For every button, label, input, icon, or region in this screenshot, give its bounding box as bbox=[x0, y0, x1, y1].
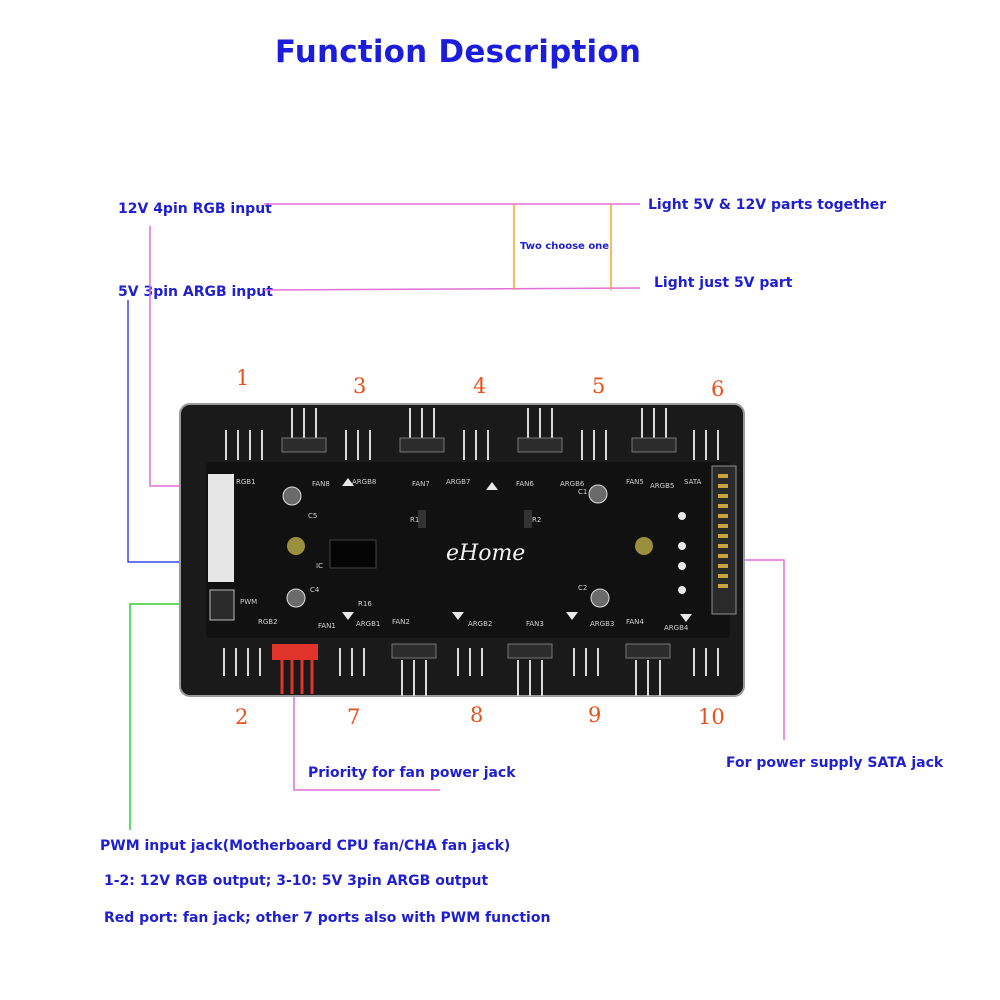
silk-c2: C2 bbox=[578, 584, 587, 592]
label-sata-jack: For power supply SATA jack bbox=[726, 755, 944, 771]
label-5v-argb-input: 5V 3pin ARGB input bbox=[118, 284, 273, 300]
label-light-both: Light 5V & 12V parts together bbox=[648, 197, 887, 213]
silk-fan3: FAN3 bbox=[526, 620, 544, 628]
silk-rgb1: RGB1 bbox=[236, 478, 256, 486]
port-number-7: 7 bbox=[347, 705, 361, 729]
board-body: eHome bbox=[179, 403, 745, 697]
silk-argb7: ARGB7 bbox=[446, 478, 470, 486]
silk-c4: C4 bbox=[310, 586, 320, 594]
silk-r2: R2 bbox=[532, 516, 541, 524]
page-title: Function Description bbox=[274, 34, 642, 70]
silk-c5: C5 bbox=[308, 512, 317, 520]
label-red-port-note: Red port: fan jack; other 7 ports also w… bbox=[104, 910, 551, 926]
ehome-logo: eHome bbox=[446, 541, 525, 566]
silk-fan8: FAN8 bbox=[312, 480, 330, 488]
silk-fan4: FAN4 bbox=[626, 618, 644, 626]
direction-arrows bbox=[342, 478, 692, 622]
silk-argb4: ARGB4 bbox=[664, 624, 689, 632]
bottom-pin-headers bbox=[223, 648, 719, 696]
silk-pwm: PWM bbox=[240, 598, 257, 606]
label-outputs-note: 1-2: 12V RGB output; 3-10: 5V 3pin ARGB … bbox=[104, 873, 489, 889]
silk-r1: R1 bbox=[410, 516, 419, 524]
port-number-3: 3 bbox=[353, 374, 367, 398]
red-fan-header bbox=[272, 644, 318, 694]
silk-argb5: ARGB5 bbox=[650, 482, 674, 490]
port-number-1: 1 bbox=[236, 366, 250, 390]
silk-ic: IC bbox=[316, 562, 323, 570]
silk-fan5: FAN5 bbox=[626, 478, 644, 486]
line-fan-priority bbox=[293, 690, 440, 791]
silk-rgb2: RGB2 bbox=[258, 618, 278, 626]
port-number-9: 9 bbox=[588, 703, 602, 727]
silk-fan2: FAN2 bbox=[392, 618, 410, 626]
port-number-6: 6 bbox=[711, 377, 725, 401]
sata-connector-pins bbox=[718, 474, 728, 588]
line-5v-input bbox=[263, 287, 641, 291]
label-pwm-input: PWM input jack(Motherboard CPU fan/CHA f… bbox=[100, 838, 511, 854]
silk-argb8: ARGB8 bbox=[352, 478, 376, 486]
port-number-2: 2 bbox=[235, 705, 249, 729]
silk-argb3: ARGB3 bbox=[590, 620, 614, 628]
label-priority-fan: Priority for fan power jack bbox=[308, 765, 516, 781]
silk-sata: SATA bbox=[684, 478, 702, 486]
silk-fan6: FAN6 bbox=[516, 480, 534, 488]
silk-c1: C1 bbox=[578, 488, 587, 496]
port-number-5: 5 bbox=[592, 374, 606, 398]
silk-r16: R16 bbox=[358, 600, 372, 608]
silk-fan7: FAN7 bbox=[412, 480, 430, 488]
label-light-5v: Light just 5V part bbox=[654, 275, 793, 291]
silk-argb6: ARGB6 bbox=[560, 480, 585, 488]
port-number-10: 10 bbox=[698, 705, 725, 729]
silk-argb1: ARGB1 bbox=[356, 620, 380, 628]
label-12v-rgb-input: 12V 4pin RGB input bbox=[118, 201, 272, 217]
line-sata bbox=[738, 559, 785, 740]
silk-argb2: ARGB2 bbox=[468, 620, 492, 628]
port-number-8: 8 bbox=[470, 703, 484, 727]
label-two-choose-one: Two choose one bbox=[520, 241, 610, 252]
silk-fan1: FAN1 bbox=[318, 622, 336, 630]
port-number-4: 4 bbox=[473, 374, 487, 398]
